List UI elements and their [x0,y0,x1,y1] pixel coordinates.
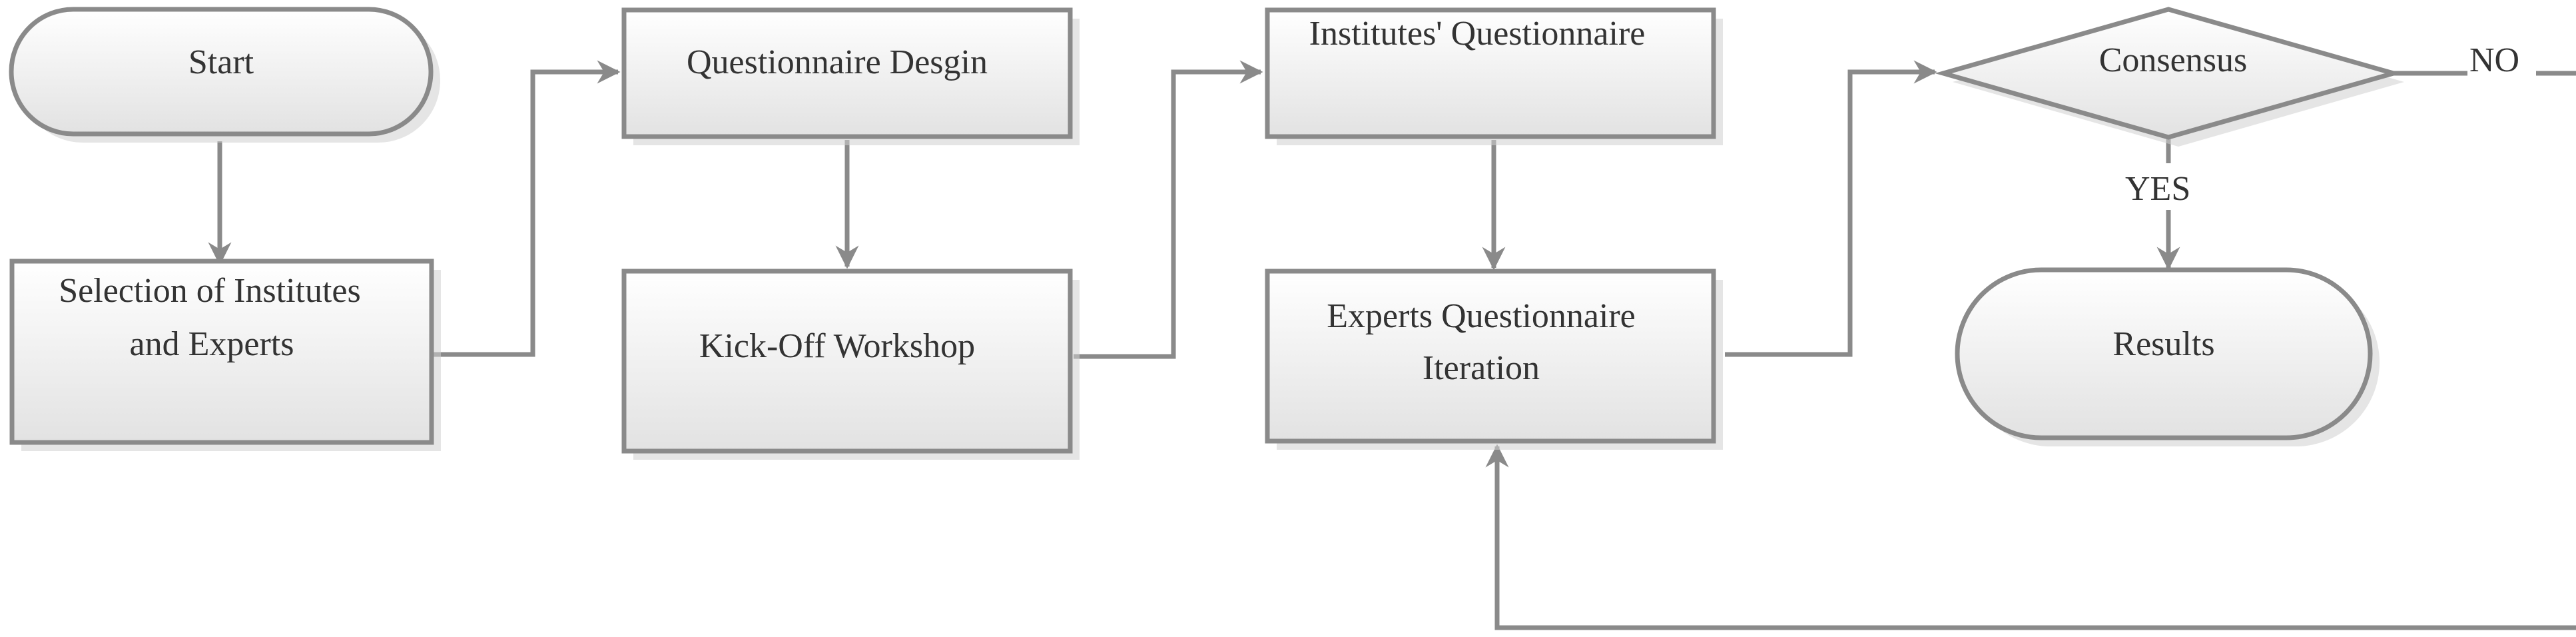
node-questionnaire-design: Questionnaire Desgin [621,7,1080,145]
edge-selection-to-design [433,60,621,357]
node-experts-iteration-line-1: Experts Questionnaire [1327,297,1636,335]
node-selection-line-1: Selection of Institutes [59,272,360,310]
node-selection-line-2: and Experts [130,325,294,363]
edge-loop-back-to-experts [1485,444,2576,630]
node-experts-iteration-line-2: Iteration [1423,349,1540,387]
node-consensus: Consensus [1935,7,2404,147]
node-kickoff: Kick-Off Workshop [621,269,1080,460]
edge-label-yes: YES [2125,170,2190,208]
edges [208,60,2576,630]
node-questionnaire-design-label: Questionnaire Desgin [687,43,988,81]
node-experts-iteration: Experts Questionnaire Iteration [1265,269,1723,450]
node-institutes-questionnaire-label: Institutes' Questionnaire [1309,15,1646,53]
node-start: Start [9,7,440,143]
node-results-label: Results [2112,325,2214,363]
node-start-label: Start [188,43,254,81]
node-kickoff-label: Kick-Off Workshop [699,327,975,365]
edge-kickoff-to-institutes [1074,60,1263,359]
node-institutes-questionnaire: Institutes' Questionnaire [1265,7,1723,145]
node-consensus-label: Consensus [2099,41,2247,79]
edge-experts-to-consensus [1725,60,1937,357]
node-selection: Selection of Institutes and Experts [9,259,441,451]
edge-label-no: NO [2469,41,2519,79]
node-results: Results [1955,267,2380,446]
